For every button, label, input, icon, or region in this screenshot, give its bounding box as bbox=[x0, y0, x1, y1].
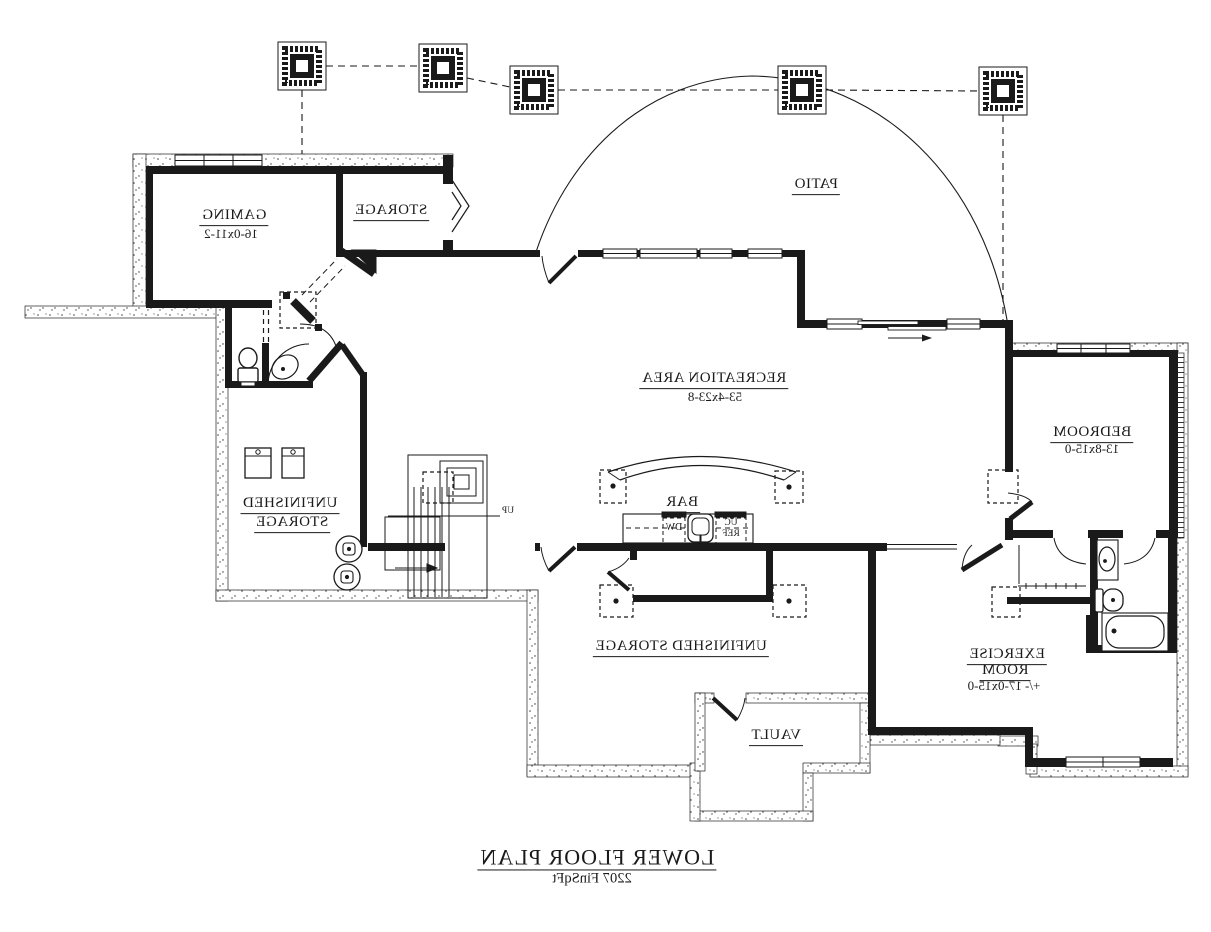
plan-title: LOWER FLOOR PLAN bbox=[477, 844, 717, 871]
bathtub-icon bbox=[1101, 612, 1169, 652]
structural-posts bbox=[277, 41, 1028, 116]
gaming-room-label: GAMING bbox=[199, 207, 269, 226]
uc-ref-label-line1: UC bbox=[724, 518, 738, 529]
powder-sink-icon bbox=[267, 343, 310, 386]
unfinished-storage-left-label-line1: UNFINISHED bbox=[240, 495, 340, 514]
recreation-north-door bbox=[541, 254, 578, 285]
closet-angled-door bbox=[606, 557, 631, 592]
powder-toilet-icon bbox=[237, 347, 259, 387]
bathroom-door bbox=[1123, 537, 1156, 565]
post-dashed-lines bbox=[301, 65, 1004, 322]
post-dots bbox=[610, 483, 792, 604]
powder-angled-door bbox=[290, 298, 337, 347]
bar-counter bbox=[607, 455, 797, 545]
recreation-area-dims: 53-4x23-8 bbox=[687, 389, 743, 405]
bedroom-closet-door bbox=[1053, 537, 1087, 565]
structural-post bbox=[418, 43, 468, 93]
bar-label: BAR bbox=[663, 494, 701, 513]
exercise-room-dims: +/- 17-0x15-0 bbox=[967, 678, 1041, 694]
unfinished-storage-bottom-label: UNFINISHED STORAGE bbox=[593, 638, 769, 657]
dashed-post-boxes bbox=[279, 291, 1021, 618]
dishwasher-label: DW bbox=[665, 521, 683, 533]
structural-post bbox=[509, 65, 559, 115]
laundry-appliance-icons bbox=[244, 447, 305, 479]
gaming-room-dims: 16-0x11-2 bbox=[204, 226, 258, 242]
structural-post bbox=[777, 65, 827, 115]
recreation-east-windows bbox=[826, 318, 981, 330]
plan-subtitle: 2207 FinSqFt bbox=[552, 870, 632, 887]
bath-sink-icon bbox=[1096, 539, 1119, 581]
stairs bbox=[384, 454, 500, 599]
pocket-door-dashes bbox=[262, 310, 270, 344]
recreation-area-label: RECREATION AREA bbox=[639, 370, 789, 389]
gaming-window bbox=[174, 154, 263, 167]
foundation-corner-cap bbox=[443, 155, 453, 167]
bedroom-dims: 13-8x15-0 bbox=[1064, 441, 1120, 457]
structural-post bbox=[978, 66, 1028, 116]
vault-door bbox=[711, 696, 746, 722]
uc-ref-label-line2: REF bbox=[722, 529, 740, 540]
recreation-north-windows bbox=[602, 248, 783, 259]
patio-label: PATIO bbox=[792, 176, 840, 195]
bedroom-window bbox=[1056, 343, 1131, 354]
sliding-door bbox=[857, 320, 947, 342]
windows bbox=[174, 154, 1141, 768]
bath-toilet-icon bbox=[1094, 588, 1124, 613]
hall-angled-door bbox=[960, 542, 1004, 573]
storage-room-label: STORAGE bbox=[352, 202, 430, 221]
bedroom-entry-door bbox=[1007, 492, 1034, 521]
doors bbox=[262, 179, 1156, 722]
structural-post bbox=[277, 41, 327, 91]
unfinished-storage-door bbox=[540, 545, 577, 573]
closet-dashed-lines bbox=[301, 258, 346, 303]
vault-label: VAULT bbox=[748, 727, 804, 746]
bifold-door bbox=[451, 179, 470, 233]
bar-sink-icon bbox=[687, 513, 714, 543]
water-heater-icons bbox=[333, 535, 363, 591]
patio-edge-arc bbox=[535, 75, 1009, 327]
stairs-up-label: UP bbox=[501, 506, 515, 517]
exercise-window bbox=[1065, 756, 1141, 768]
closet-rod bbox=[1018, 545, 1086, 589]
unfinished-storage-left-label-line2: STORAGE bbox=[253, 514, 331, 533]
cased-opening bbox=[887, 544, 957, 550]
diagonal-walls bbox=[306, 247, 377, 384]
